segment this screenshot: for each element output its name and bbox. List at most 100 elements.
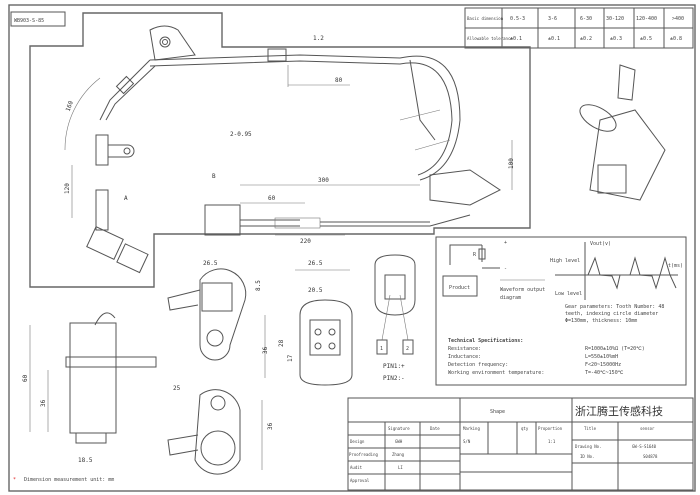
resistor-label: R bbox=[473, 252, 477, 258]
tolerance-cell: ±0.1 bbox=[510, 36, 522, 42]
row-value: Zhang bbox=[392, 452, 405, 457]
drawing-id: WB903-S-85 bbox=[14, 18, 44, 24]
waveform-caption: Waveform output bbox=[500, 287, 545, 293]
row-label: Approval bbox=[350, 478, 370, 483]
dim-label: 300 bbox=[318, 177, 329, 184]
dim-label: 80 bbox=[335, 77, 343, 84]
row-value: GWH bbox=[395, 439, 403, 444]
range-cell: 6-30 bbox=[580, 16, 592, 22]
header-cell: qty bbox=[521, 426, 529, 431]
range-cell: 0.5-3 bbox=[510, 16, 525, 22]
dim-label: 36 bbox=[40, 399, 47, 407]
dim-label: 100 bbox=[508, 158, 515, 169]
spec-value: F<20~15000Hz bbox=[585, 362, 621, 368]
row-label: Proofreading bbox=[349, 452, 378, 457]
dim-label: 36 bbox=[267, 422, 274, 430]
title-value: sensor bbox=[640, 426, 655, 431]
sensor-isometric-view bbox=[579, 64, 666, 201]
dim-label: 60 bbox=[268, 195, 276, 202]
technical-specifications: Technical Specifications: Resistance: R=… bbox=[448, 338, 645, 376]
dim-label: 25 bbox=[173, 385, 181, 392]
waveform-trace bbox=[587, 256, 677, 290]
spec-label: Detection frequency: bbox=[448, 362, 508, 368]
specs-title: Technical Specifications: bbox=[448, 338, 523, 344]
dim-label: 8.5 bbox=[255, 280, 262, 291]
dim-label: 20.5 bbox=[308, 287, 323, 294]
sensor-top-view: 26.5 8.5 bbox=[167, 260, 262, 361]
spec-value: R=1000±10%Ω (T=20℃) bbox=[585, 346, 645, 352]
tolerance-cell: ±0.2 bbox=[580, 36, 592, 42]
dim-label: 18.5 bbox=[78, 457, 93, 464]
waveform-caption: diagram bbox=[500, 295, 521, 301]
dim-label: 26.5 bbox=[308, 260, 323, 267]
pin2-number: 2 bbox=[406, 346, 409, 352]
id-label: ID No. bbox=[580, 454, 594, 459]
tolerance-cell: ±0.3 bbox=[610, 36, 622, 42]
allowable-tolerance-label: Allowable tolerance bbox=[467, 36, 513, 41]
pin1-number: 1 bbox=[380, 346, 383, 352]
spec-label: Inductance: bbox=[448, 354, 481, 360]
row-value: LI bbox=[398, 465, 403, 470]
specs-box bbox=[435, 236, 687, 386]
range-cell: >400 bbox=[672, 16, 684, 22]
dim-label: 26.5 bbox=[203, 260, 218, 267]
gear-text: Φ=130mm, thickness: 10mm bbox=[565, 318, 637, 324]
drawing-id-box bbox=[10, 11, 66, 27]
header-cell: Signature bbox=[388, 426, 410, 431]
range-cell: 3-6 bbox=[548, 16, 557, 22]
shape-label: Shape bbox=[490, 409, 505, 415]
header-cell: Marking bbox=[463, 426, 480, 431]
dim-label: 60 bbox=[22, 374, 29, 382]
spec-label: Working environment temperature: bbox=[448, 370, 544, 376]
title-label: Title bbox=[584, 426, 597, 431]
dimension-unit-note: Dimension measurement unit: mm bbox=[24, 477, 114, 483]
drawing-frame bbox=[8, 4, 696, 492]
sensor-bottom-view: 25 36 bbox=[167, 385, 274, 475]
range-cell: 30-120 bbox=[606, 16, 624, 22]
dim-label: 1.2 bbox=[313, 35, 324, 42]
range-cell: 120-400 bbox=[636, 16, 657, 22]
header-cell: Date bbox=[430, 426, 440, 431]
header-cell: Proportion bbox=[538, 426, 563, 431]
gear-text: Gear parameters: Tooth Number: 48 bbox=[565, 304, 664, 310]
product-label: Product bbox=[449, 285, 470, 291]
plus-label: + bbox=[504, 240, 507, 246]
row-label: Design bbox=[350, 439, 365, 444]
drawing-no-label: Drawing No. bbox=[575, 444, 602, 449]
sensor-cable-assembly bbox=[86, 25, 501, 274]
connector-front-view: 26.5 20.5 36 28 17 bbox=[262, 260, 353, 386]
basic-dimension-label: Basic dimension bbox=[467, 16, 504, 21]
axis-label: Vout(v) bbox=[590, 241, 611, 247]
dim-label: 120 bbox=[64, 183, 71, 194]
gear-text: teeth, indexing circle diameter bbox=[565, 311, 658, 317]
waveform-diagram: Product R + - Waveform output diagram Vo… bbox=[442, 240, 683, 324]
main-view-outline bbox=[29, 12, 531, 288]
tolerance-cell: ±0.1 bbox=[548, 36, 560, 42]
connector-pin-view: 1 2 PIN1:+ PIN2:- bbox=[374, 254, 416, 382]
drawing-no-value: GW-S-S1640 bbox=[632, 444, 657, 449]
dim-label: 36 bbox=[262, 346, 269, 354]
row-label: Audit bbox=[350, 465, 363, 470]
spec-label: Resistance: bbox=[448, 346, 481, 352]
title-block: Shape 浙江腾王传感科技 Signature Date Marking qt… bbox=[347, 397, 694, 491]
spec-value: T=-40℃~150℃ bbox=[585, 370, 624, 376]
dim-label: 2-0.95 bbox=[230, 131, 252, 138]
sensor-side-view: 60 36 18.5 bbox=[22, 312, 157, 464]
main-dimensions: 1.2 80 2-0.95 160 120 A B 300 60 220 100 bbox=[64, 35, 515, 245]
low-level-label: Low level bbox=[555, 291, 582, 297]
dim-label: 220 bbox=[300, 238, 311, 245]
dim-label: 28 bbox=[278, 339, 285, 347]
high-level-label: High level bbox=[550, 258, 580, 264]
label-b: B bbox=[212, 173, 216, 180]
tolerance-cell: ±0.8 bbox=[670, 36, 682, 42]
minus-label: - bbox=[504, 266, 507, 272]
note-star-icon: * bbox=[13, 477, 16, 483]
time-label: t(ms) bbox=[668, 263, 683, 269]
spec-value: L=550±10%mH bbox=[585, 354, 618, 360]
id-value: S04878 bbox=[643, 454, 658, 459]
tolerance-cell: ±0.5 bbox=[640, 36, 652, 42]
label-a: A bbox=[124, 195, 128, 202]
sn-label: S/N bbox=[463, 439, 471, 444]
dim-label: 17 bbox=[287, 354, 294, 362]
